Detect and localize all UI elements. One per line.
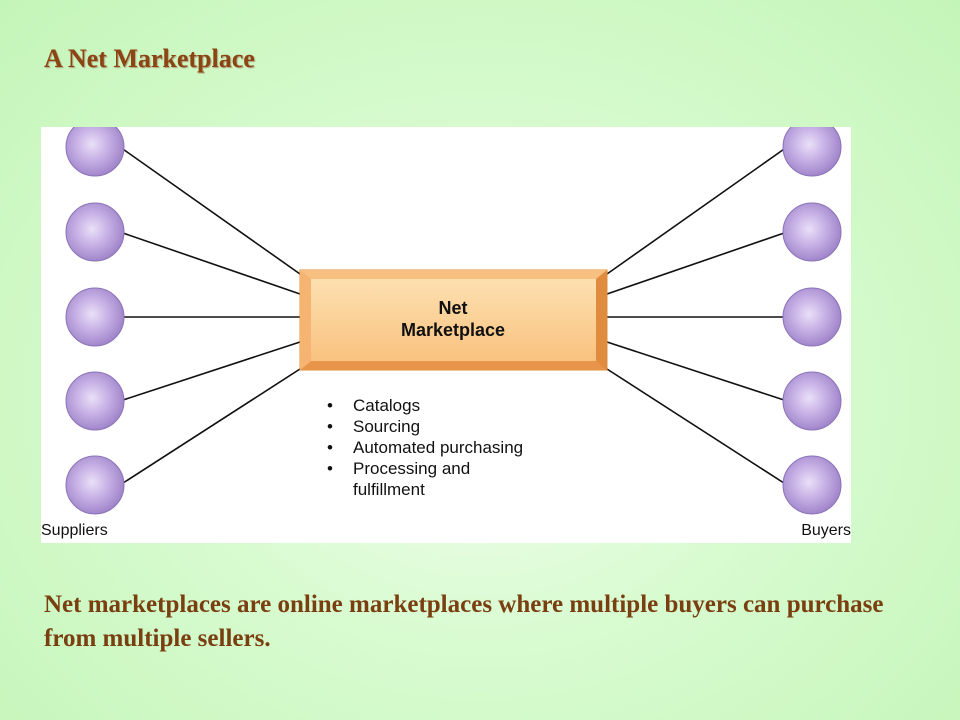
buyer-node-3 <box>782 287 842 347</box>
supplier-node-1 <box>65 127 125 177</box>
supplier-node-3 <box>65 287 125 347</box>
supplier-node-5 <box>65 455 125 515</box>
slide-title: A Net Marketplace <box>44 44 255 73</box>
supplier-connector-5 <box>119 368 301 486</box>
net-marketplace-box: Net Marketplace <box>299 269 608 371</box>
feature-list: Catalogs Sourcing Automated purchasing P… <box>323 395 543 500</box>
feature-item-sourcing: Sourcing <box>323 416 543 437</box>
buyers-label: Buyers <box>801 522 851 539</box>
feature-item-automated-purchasing: Automated purchasing <box>323 437 543 458</box>
connector-lines <box>119 146 788 486</box>
box-title-line2: Marketplace <box>401 320 505 340</box>
suppliers-label: Suppliers <box>41 522 108 539</box>
supplier-node-4 <box>65 371 125 431</box>
buyer-connector-1 <box>606 146 788 275</box>
feature-item-catalogs: Catalogs <box>323 395 543 416</box>
box-title-line1: Net <box>438 298 467 318</box>
buyer-connector-4 <box>606 341 788 402</box>
buyer-node-1 <box>782 127 842 177</box>
supplier-nodes <box>65 127 125 515</box>
diagram-canvas: Net Marketplace <box>65 127 842 515</box>
buyer-nodes <box>782 127 842 515</box>
feature-item-processing-fulfillment: Processing and fulfillment <box>323 458 543 500</box>
buyer-connector-5 <box>606 368 788 486</box>
net-marketplace-diagram: Net Marketplace Catalogs Sourcing Automa… <box>41 127 851 543</box>
supplier-connector-2 <box>119 231 301 295</box>
supplier-connector-4 <box>119 341 301 402</box>
buyer-node-5 <box>782 455 842 515</box>
buyer-node-2 <box>782 202 842 262</box>
slide-caption: Net marketplaces are online marketplaces… <box>44 591 884 652</box>
supplier-connector-1 <box>119 146 301 275</box>
supplier-node-2 <box>65 202 125 262</box>
buyer-node-4 <box>782 371 842 431</box>
buyer-connector-2 <box>606 231 788 295</box>
